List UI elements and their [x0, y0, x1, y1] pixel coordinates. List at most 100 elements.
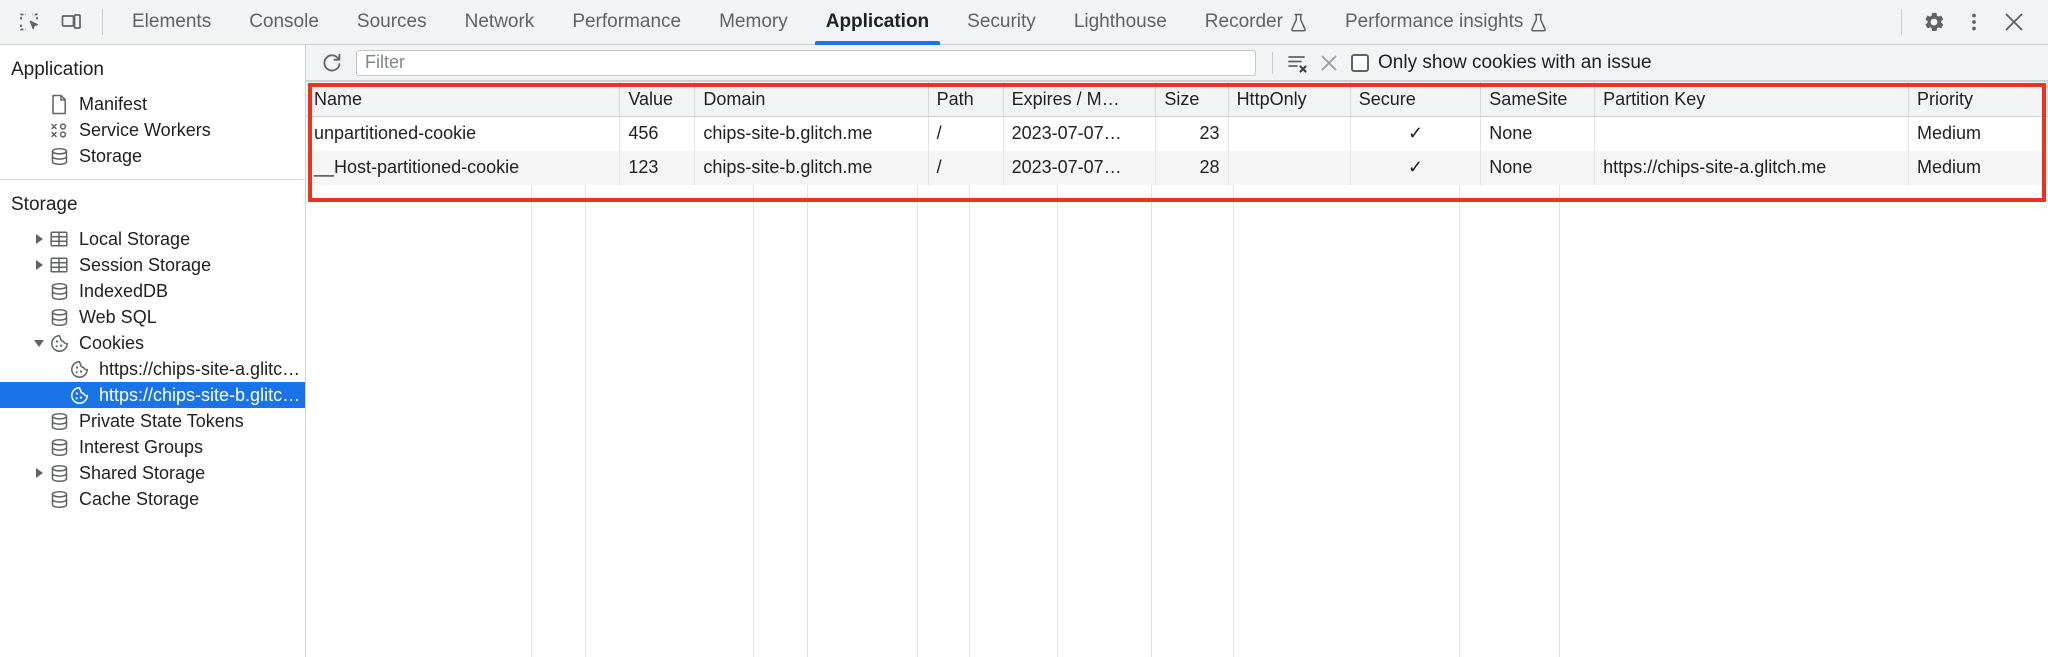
sidebar-item-label: Web SQL [79, 306, 157, 327]
application-section: Application Manifest [0, 45, 305, 180]
sidebar-item-cookie-origin-a[interactable]: https://chips-site-a.glitch.me [0, 356, 305, 382]
database-icon [47, 281, 71, 302]
cell-partition-key [1594, 116, 1910, 151]
tab-label: Lighthouse [1073, 11, 1167, 32]
tab-recorder[interactable]: Recorder [1186, 0, 1326, 45]
cell-size: 23 [1155, 116, 1229, 151]
chevron-right-icon[interactable] [31, 468, 47, 478]
only-issues-label: Only show cookies with an issue [1378, 51, 1652, 73]
storage-section: Storage Local Storage [0, 180, 305, 512]
cell-secure: ✓ [1350, 150, 1482, 185]
column-header-samesite[interactable]: SameSite [1480, 81, 1596, 117]
sidebar-item-session-storage[interactable]: Session Storage [0, 252, 305, 278]
toolbar-divider [102, 9, 103, 35]
cell-size: 28 [1155, 150, 1229, 185]
application-panel: Application Manifest [0, 45, 2048, 657]
tab-label: Performance insights [1344, 11, 1524, 32]
manifest-page-icon [47, 94, 71, 115]
close-devtools-icon[interactable] [1994, 2, 2034, 42]
chevron-down-icon[interactable] [31, 339, 47, 347]
column-header-secure[interactable]: Secure [1350, 81, 1482, 117]
cell-path: / [928, 116, 1004, 151]
inspect-element-icon[interactable] [8, 0, 50, 45]
only-issues-checkbox-row[interactable]: Only show cookies with an issue [1351, 52, 1652, 74]
database-icon [47, 463, 71, 484]
column-header-path[interactable]: Path [928, 81, 1004, 117]
tab-application[interactable]: Application [807, 0, 948, 45]
cell-secure: ✓ [1350, 116, 1482, 151]
column-header-priority[interactable]: Priority [1908, 81, 2048, 117]
tab-memory[interactable]: Memory [700, 0, 807, 45]
tab-security[interactable]: Security [948, 0, 1055, 45]
tab-elements[interactable]: Elements [113, 0, 230, 45]
sidebar-item-label: Cache Storage [79, 488, 200, 509]
filter-input[interactable]: Filter [356, 49, 1256, 76]
tab-label: Sources [356, 11, 427, 32]
column-header-httponly[interactable]: HttpOnly [1228, 81, 1351, 117]
table-row[interactable]: unpartitioned-cookie 456 chips-site-b.gl… [306, 116, 2048, 151]
clear-filtered-cookies-icon[interactable] [1281, 48, 1313, 78]
cell-domain: chips-site-b.glitch.me [694, 116, 929, 151]
tab-console[interactable]: Console [230, 0, 338, 45]
cookie-icon [47, 333, 71, 354]
sidebar-item-web-sql[interactable]: Web SQL [0, 304, 305, 330]
clear-all-cookies-icon[interactable] [1313, 48, 1345, 78]
sidebar-item-service-workers[interactable]: Service Workers [0, 117, 305, 143]
database-icon [47, 489, 71, 510]
tab-label: Network [464, 11, 535, 32]
table-grid-icon [47, 229, 71, 249]
sidebar-item-cache-storage[interactable]: Cache Storage [0, 486, 305, 512]
table-grid-icon [47, 255, 71, 275]
sidebar-item-label: Session Storage [79, 254, 212, 275]
section-title-application: Application [11, 59, 104, 80]
sidebar-item-shared-storage[interactable]: Shared Storage [0, 460, 305, 486]
sidebar-item-interest-groups[interactable]: Interest Groups [0, 434, 305, 460]
tab-label: Application [825, 11, 930, 32]
chevron-right-icon[interactable] [31, 234, 47, 244]
column-header-domain[interactable]: Domain [694, 81, 929, 117]
tab-label: Console [249, 11, 319, 32]
only-issues-checkbox[interactable] [1351, 53, 1369, 72]
sidebar-item-local-storage[interactable]: Local Storage [0, 226, 305, 252]
sidebar-item-cookie-origin-b[interactable]: https://chips-site-b.glitch.me [0, 382, 305, 408]
cookies-table-region: Name Value Domain Path Expires / M… Size… [306, 81, 2048, 657]
sidebar-item-label: Local Storage [79, 228, 191, 249]
refresh-icon[interactable] [316, 48, 348, 78]
column-header-name[interactable]: Name [306, 81, 621, 117]
more-options-icon[interactable] [1954, 2, 1994, 42]
cookies-table[interactable]: Name Value Domain Path Expires / M… Size… [306, 81, 2048, 185]
database-icon [47, 307, 71, 328]
settings-gear-icon[interactable] [1914, 2, 1954, 42]
devtools-toolbar: Elements Console Sources Network Perform… [0, 0, 2048, 45]
tab-performance-insights[interactable]: Performance insights [1326, 0, 1566, 45]
cell-expires: 2023-07-07… [1003, 150, 1157, 185]
table-row[interactable]: __Host-partitioned-cookie 123 chips-site… [306, 150, 2048, 185]
device-toolbar-icon[interactable] [50, 0, 92, 45]
toolbar-right-actions [1889, 2, 2048, 42]
tab-sources[interactable]: Sources [338, 0, 446, 45]
sidebar-item-label: IndexedDB [79, 280, 169, 301]
cell-samesite: None [1480, 116, 1596, 151]
cell-partition-key: https://chips-site-a.glitch.me [1594, 150, 1910, 185]
sidebar-item-private-state-tokens[interactable]: Private State Tokens [0, 408, 305, 434]
tab-label: Memory [719, 11, 788, 32]
application-sidebar[interactable]: Application Manifest [0, 45, 306, 657]
sidebar-item-storage[interactable]: Storage [0, 143, 305, 169]
tab-lighthouse[interactable]: Lighthouse [1055, 0, 1186, 45]
table-header-row: Name Value Domain Path Expires / M… Size… [306, 81, 2048, 117]
database-icon [47, 411, 71, 432]
tab-network[interactable]: Network [446, 0, 554, 45]
sidebar-item-indexeddb[interactable]: IndexedDB [0, 278, 305, 304]
cell-value: 123 [619, 150, 696, 185]
sidebar-item-manifest[interactable]: Manifest [0, 91, 305, 117]
column-header-size[interactable]: Size [1155, 81, 1229, 117]
tab-performance[interactable]: Performance [553, 0, 700, 45]
sidebar-item-label: https://chips-site-a.glitch.me [99, 358, 305, 379]
chevron-right-icon[interactable] [31, 260, 47, 270]
sidebar-item-cookies[interactable]: Cookies [0, 330, 305, 356]
cookie-icon [67, 385, 91, 406]
database-icon [47, 146, 71, 167]
column-header-partition-key[interactable]: Partition Key [1594, 81, 1910, 117]
column-header-expires[interactable]: Expires / M… [1003, 81, 1157, 117]
column-header-value[interactable]: Value [619, 81, 696, 117]
